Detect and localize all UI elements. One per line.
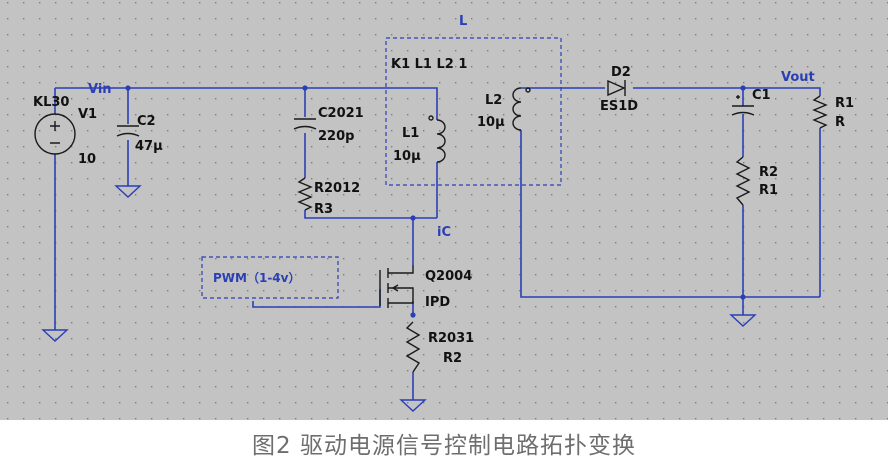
mosfet-q2004 xyxy=(379,265,414,308)
r2012-ref-label: R2012 xyxy=(314,181,360,196)
ground-icon xyxy=(41,329,69,342)
coupling-directive: K1 L1 L2 1 xyxy=(391,57,467,72)
inductor-l1 xyxy=(436,119,446,163)
d2-ref-label: D2 xyxy=(611,65,631,80)
r2031-ref-label: R2031 xyxy=(428,331,474,346)
r1-value-label: R xyxy=(835,115,845,130)
diode-d2 xyxy=(607,79,626,97)
coupling-group-label: L xyxy=(459,14,467,29)
c2021-ref-label: C2021 xyxy=(318,106,364,121)
resistor-r1 xyxy=(812,95,828,129)
inductor-l1-dot xyxy=(428,115,434,121)
capacitor-c2 xyxy=(116,125,140,137)
net-vin-label: Vin xyxy=(88,82,112,97)
inductor-l2-dot xyxy=(525,87,531,93)
r1-ref-label: R1 xyxy=(835,96,854,111)
l2-ref-label: L2 xyxy=(485,93,502,108)
r2012-value-label: R3 xyxy=(314,202,333,217)
junction-dot xyxy=(410,312,416,318)
capacitor-c1 xyxy=(731,95,755,116)
q2004-value-label: IPD xyxy=(425,295,450,310)
capacitor-c2021 xyxy=(293,118,317,130)
source-name-label: KL30 xyxy=(33,95,69,110)
resistor-r2031 xyxy=(405,321,421,373)
grid-dots xyxy=(0,0,888,420)
junction-dot xyxy=(740,294,746,300)
c2-ref-label: C2 xyxy=(137,114,156,129)
grounds xyxy=(41,185,757,412)
q2004-ref-label: Q2004 xyxy=(425,269,472,284)
c1-ref-label: C1 xyxy=(752,88,771,103)
ground-icon xyxy=(114,185,142,198)
c2021-value-label: 220p xyxy=(318,129,354,144)
coupling-group-box xyxy=(385,37,562,186)
wire-l2-bottom xyxy=(520,130,820,298)
pwm-label: PWM（1-4v） xyxy=(213,270,300,285)
c2-value-label: 47μ xyxy=(135,139,163,154)
resistor-r2 xyxy=(735,156,751,206)
junction-dot xyxy=(410,215,416,221)
l1-ref-label: L1 xyxy=(402,126,419,141)
junctions xyxy=(125,85,746,318)
junction-dot xyxy=(740,85,746,91)
wires xyxy=(54,87,821,400)
wire-vin-bus xyxy=(55,87,438,120)
junction-dot xyxy=(125,85,131,91)
source-ref-label: V1 xyxy=(78,107,97,122)
ground-icon xyxy=(729,314,757,327)
source-value-label: 10 xyxy=(78,152,96,167)
l1-value-label: 10μ xyxy=(393,149,421,164)
voltage-source-v1 xyxy=(34,113,76,155)
figure-caption: 图2 驱动电源信号控制电路拓扑变换 xyxy=(252,433,636,459)
net-vout-label: Vout xyxy=(781,70,815,85)
ground-icon xyxy=(399,399,427,412)
inductor-l2 xyxy=(512,87,522,131)
l2-value-label: 10μ xyxy=(477,115,505,130)
schematic-canvas: PWM（1-4v） L K1 L1 L2 1 KL30 V1 10 Vin Vo… xyxy=(0,0,888,420)
r2031-value-label: R2 xyxy=(443,351,462,366)
pwm-box xyxy=(201,256,339,299)
resistor-r2012 xyxy=(297,177,313,211)
net-ic-label: iC xyxy=(437,225,451,240)
wire-vout-bus xyxy=(633,87,821,96)
d2-value-label: ES1D xyxy=(600,99,638,114)
wire-r2012-bottom xyxy=(304,210,437,219)
junction-dot xyxy=(302,85,308,91)
r2-ref-label: R2 xyxy=(759,165,778,180)
components xyxy=(34,79,828,373)
r2-value-label: R1 xyxy=(759,183,778,198)
